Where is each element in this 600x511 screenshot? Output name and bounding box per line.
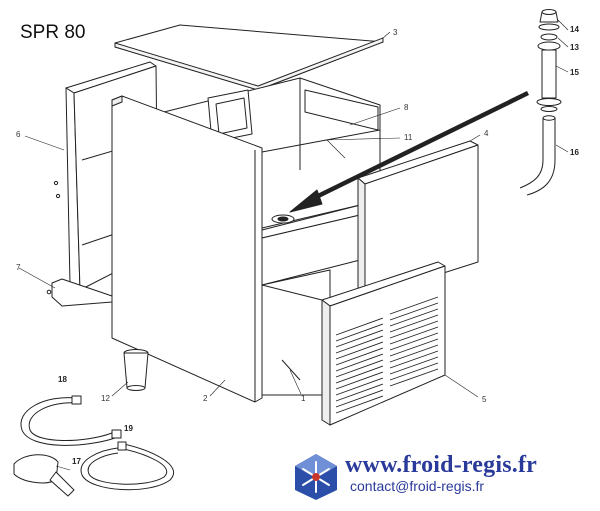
callout-4: 4 (484, 129, 489, 138)
callout-8: 8 (404, 103, 409, 112)
callout-11: 11 (404, 133, 413, 142)
website-url[interactable]: www.froid-regis.fr (345, 452, 538, 478)
snowflake-logo-icon (295, 454, 337, 500)
diagram-title: SPR 80 (20, 22, 86, 43)
leader-lines (18, 19, 569, 471)
callout-12: 12 (101, 394, 110, 403)
contact-email[interactable]: contact@froid-regis.fr (350, 478, 485, 494)
part-ice-scoop (13, 454, 75, 497)
callout-3: 3 (393, 28, 398, 37)
part-drain-fitting (536, 9, 562, 112)
callout-6: 6 (16, 130, 21, 139)
part-hose-coil (80, 441, 174, 491)
callout-2: 2 (203, 394, 208, 403)
callout-13: 13 (570, 43, 579, 52)
callout-18: 18 (58, 375, 67, 384)
callout-7: 7 (16, 263, 21, 272)
callout-16: 16 (570, 148, 579, 157)
part-louvred-grille (321, 261, 446, 426)
callout-5: 5 (482, 395, 487, 404)
part-ice-cup (123, 349, 149, 391)
callout-15: 15 (570, 68, 579, 77)
drain-pointer-arrow (289, 90, 529, 213)
part-upper-door (357, 140, 479, 299)
part-drain-hose (519, 115, 556, 196)
part-inlet-hose (20, 395, 122, 446)
callout-1: 1 (301, 394, 306, 403)
callout-14: 14 (570, 25, 579, 34)
part-side-panel (111, 95, 263, 403)
callout-19: 19 (124, 424, 133, 433)
callout-17: 17 (72, 457, 81, 466)
part-top-lid (114, 24, 384, 91)
callout-labels: 3 6 7 8 11 4 5 1 2 12 14 13 15 16 18 19 … (16, 25, 579, 466)
